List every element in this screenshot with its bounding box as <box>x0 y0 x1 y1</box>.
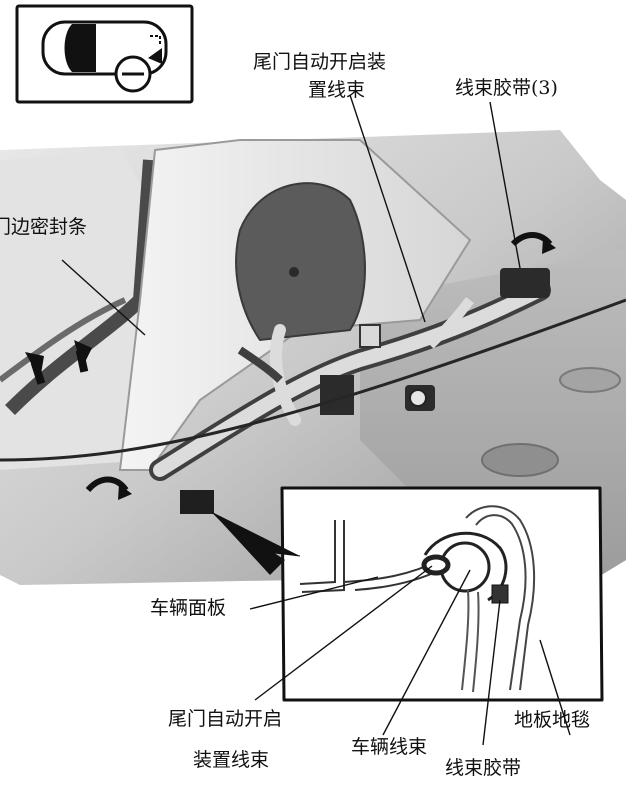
tailgate-harness-bottom-label-line2: 装置线束 <box>193 749 270 771</box>
up-arrow-icon <box>25 352 46 385</box>
floor-carpet-label: 地板地毯 <box>514 709 591 731</box>
tailgate-harness-label-line1: 尾门自动开启装 <box>253 51 387 73</box>
harness-branch-2 <box>426 296 474 349</box>
tailgate-harness-label-line2: 置线束 <box>308 79 366 101</box>
harness-tape-label: 线束胶带 <box>445 757 522 779</box>
leader-lines <box>61 94 571 746</box>
door-seal-inner <box>0 297 127 383</box>
floor-carpet-line <box>475 514 527 691</box>
pillar-opening <box>235 182 366 342</box>
door-seal-label: 门边密封条 <box>0 216 88 238</box>
tailgate-harness-bottom-label-line1: 尾门自动开启 <box>168 708 283 730</box>
photo-area <box>0 130 626 600</box>
vehicle-harness-label: 车辆线束 <box>351 736 428 758</box>
harness-tape-3-label: 线束胶带(3) <box>455 77 558 99</box>
inset-pointer-wedge <box>212 512 285 575</box>
detail-inset <box>280 486 604 702</box>
harness-branch-dark <box>237 346 283 383</box>
curved-arrow-icon <box>85 476 132 500</box>
curved-arrow-icon <box>510 232 556 254</box>
floor-recess <box>481 443 559 477</box>
tape-right-photo <box>500 268 550 298</box>
tailgate-harness-section <box>421 554 451 576</box>
clip-upper <box>359 324 381 348</box>
bolt-hole <box>289 267 299 277</box>
connector-face <box>409 389 427 407</box>
vehicle-panel-label: 车辆面板 <box>150 597 227 619</box>
floor-recess-2 <box>559 367 621 393</box>
door-seal-strip <box>5 159 157 415</box>
car-top-view-rear-locator-icon <box>15 4 194 104</box>
sill-line <box>0 298 626 462</box>
tape-left-photo <box>180 490 214 514</box>
floor-carpet-line-2 <box>465 505 536 691</box>
up-arrow-icon <box>74 340 92 373</box>
